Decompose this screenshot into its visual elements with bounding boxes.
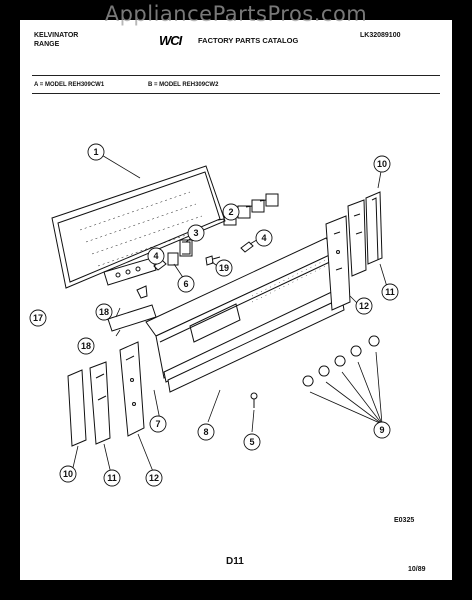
callout-10-left: 10 [63,469,73,479]
model-rule [32,93,440,94]
right-end-bracket [347,199,367,277]
control-knobs [302,335,380,387]
callout-11-right: 11 [385,287,395,297]
left-end-trim [119,341,145,437]
brand-label: KELVINATOR [34,32,79,39]
trim-strip [163,287,345,393]
category-label: RANGE [34,41,60,48]
knob-clip-right [240,241,254,253]
model-b-label: B = MODEL REH309CW2 [148,82,219,88]
callout-1: 1 [93,147,98,157]
callout-12-right: 12 [359,301,369,311]
callout-10-right: 10 [377,159,387,169]
catalog-number: LK32089100 [360,32,401,39]
clock-lens [107,304,157,332]
callout-17: 17 [33,313,43,323]
figure-code: E0325 [394,517,414,524]
watermark: AppliancePartsPros.com [104,2,368,26]
callout-4-left: 4 [153,251,158,261]
callout-6: 6 [183,279,188,289]
right-end-trim [325,215,351,311]
callout-4-right: 4 [261,233,266,243]
callout-9: 9 [379,425,384,435]
callout-19: 19 [219,263,229,273]
callout-18-upper: 18 [99,307,109,317]
header-rule [32,75,440,76]
right-end-cap [365,191,383,265]
rotary-switch [167,252,179,266]
callout-7: 7 [155,419,160,429]
page-number: D11 [226,556,244,567]
bushing [250,392,258,408]
callout-8: 8 [203,427,208,437]
callout-18-lower: 18 [81,341,91,351]
callout-circles [29,143,399,487]
control-panel [145,237,341,379]
callout-labels: 1 2 3 4 4 5 6 7 8 9 10 10 11 11 12 12 17… [33,147,395,483]
callout-5: 5 [249,437,254,447]
wci-logo: WCI [159,33,182,48]
small-bracket [136,285,148,299]
selector-switch [179,239,193,257]
model-a-label: A = MODEL REH309CW1 [34,82,105,88]
callout-3: 3 [193,228,198,238]
left-end-bracket [89,361,111,445]
exploded-parts-diagram: 1 2 3 4 4 5 6 7 8 9 10 10 11 11 12 12 17… [29,143,426,573]
callout-2: 2 [228,207,233,217]
callout-12-left: 12 [149,473,159,483]
left-end-cap [67,369,87,447]
clock-plate [103,257,157,286]
callout-11-left: 11 [107,473,117,483]
parts-catalog-page: KELVINATOR RANGE WCI FACTORY PARTS CATAL… [20,20,452,580]
catalog-date: 10/89 [408,566,426,573]
catalog-title: FACTORY PARTS CATALOG [198,36,299,45]
